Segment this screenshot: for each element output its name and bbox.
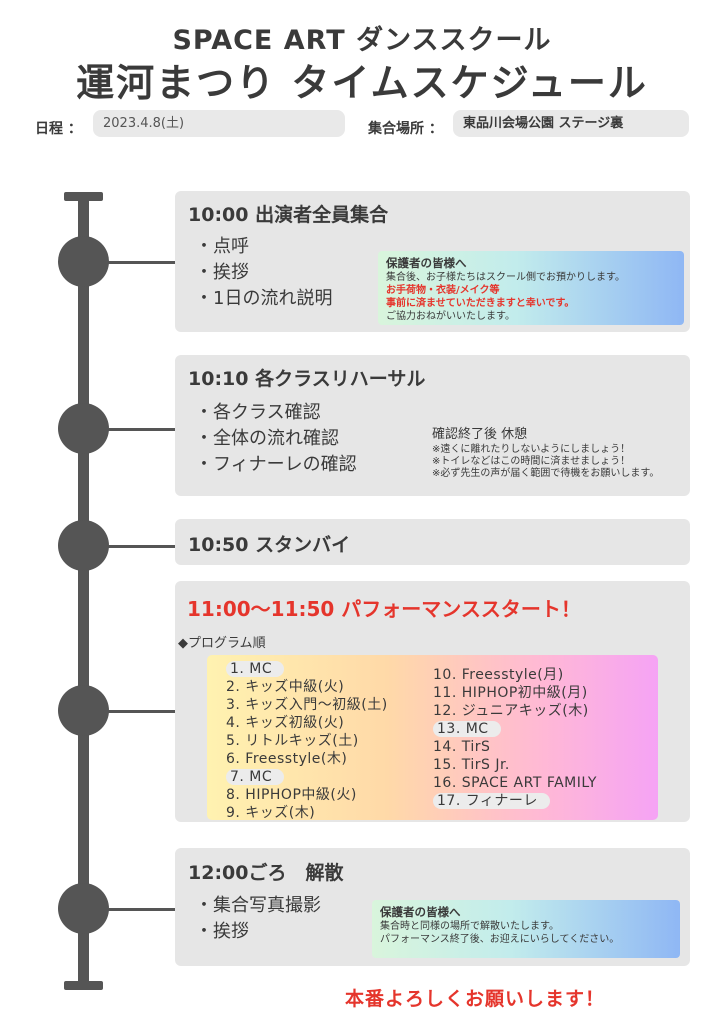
note-line-emphasis: お手荷物・衣装/メイク等 <box>386 285 500 296</box>
program-item: 11. HIPHOP初中級(月) <box>433 685 588 701</box>
card-title: 10:10 各クラスリハーサル <box>188 368 426 390</box>
note-line-emphasis: 事前に済ませていただきますと幸いです。 <box>386 298 575 309</box>
program-panel <box>207 655 658 820</box>
closing-message: 本番よろしくお願いします！ <box>345 988 606 1010</box>
timeline-dot <box>58 236 109 287</box>
card-title: 12:00ごろ 解散 <box>188 862 344 884</box>
break-note: 確認終了後 休憩 ※遠くに離れたりしないようにしましょう！ ※トイレなどはこの時… <box>432 426 687 480</box>
program-item: 6. Freesstyle(木) <box>226 751 348 767</box>
school-title: SPACE ART ダンススクール <box>172 25 552 56</box>
note-line: ※遠くに離れたりしないようにしましょう！ <box>432 444 631 455</box>
program-list-left: 1. MC 2. キッズ中級(火) 3. キッズ入門〜初級(土) 4. キッズ初… <box>226 660 388 822</box>
timeline-connector <box>105 428 177 431</box>
timeline-top-cap <box>64 192 103 201</box>
program-item: 13. MC <box>433 720 597 738</box>
program-item: 2. キッズ中級(火) <box>226 679 345 695</box>
note-line: ご協力おねがいいたします。 <box>386 311 515 322</box>
date-value: 2023.4.8(土) <box>93 110 345 137</box>
timeline-connector <box>105 261 177 264</box>
program-item: 10. Freesstyle(月) <box>433 667 564 683</box>
note-line: ※必ず先生の声が届く範囲で待機をお願いします。 <box>432 468 660 479</box>
timeline-connector <box>105 908 177 911</box>
bullet-list: 各クラス確認 全体の流れ確認 フィナーレの確認 <box>195 400 357 478</box>
bullet-item: フィナーレの確認 <box>195 452 357 478</box>
timeline-connector <box>105 545 177 548</box>
schedule-title: 運河まつり タイムスケジュール <box>76 61 648 105</box>
card-title: 10:50 スタンバイ <box>188 534 351 556</box>
program-item: 9. キッズ(木) <box>226 805 316 821</box>
note-heading: 保護者の皆様へ <box>386 256 467 270</box>
schedule-card-standby: 10:50 スタンバイ <box>175 519 690 565</box>
bullet-list: 点呼 挨拶 1日の流れ説明 <box>195 234 332 312</box>
schedule-card-rehearsal: 10:10 各クラスリハーサル 各クラス確認 全体の流れ確認 フィナーレの確認 … <box>175 355 690 496</box>
timeline-dot <box>58 520 109 571</box>
note-line: パフォーマンス終了後、お迎えにいらしてください。 <box>380 934 620 945</box>
note-line: 集合後、お子様たちはスクール側でお預かりします。 <box>386 272 625 283</box>
bullet-item: 各クラス確認 <box>195 400 357 426</box>
card-title: 10:00 出演者全員集合 <box>188 204 389 226</box>
program-item: 1. MC <box>226 660 388 678</box>
note-line: ※トイレなどはこの時間に済ませましょう！ <box>432 456 631 467</box>
bullet-item: 集合写真撮影 <box>195 893 321 919</box>
program-item: 12. ジュニアキッズ(木) <box>433 703 589 719</box>
place-label: 集合場所 ： <box>368 121 443 137</box>
guardian-note: 保護者の皆様へ 集合後、お子様たちはスクール側でお預かりします。 お手荷物・衣装… <box>378 251 684 325</box>
program-item: 4. キッズ初級(火) <box>226 715 345 731</box>
timeline-bottom-cap <box>64 981 103 990</box>
note-heading: 確認終了後 休憩 <box>432 427 528 442</box>
program-item: 17. フィナーレ <box>433 792 597 810</box>
timeline-dot <box>58 685 109 736</box>
timeline-dot <box>58 403 109 454</box>
schedule-card-assembly: 10:00 出演者全員集合 点呼 挨拶 1日の流れ説明 保護者の皆様へ 集合後、… <box>175 191 690 332</box>
bullet-item: 挨拶 <box>195 919 321 945</box>
program-item: 5. リトルキッズ(土) <box>226 733 359 749</box>
guardian-note: 保護者の皆様へ 集合時と同様の場所で解散いたします。 パフォーマンス終了後、お迎… <box>372 900 680 958</box>
note-line: 集合時と同様の場所で解散いたします。 <box>380 921 559 932</box>
program-item: 16. SPACE ART FAMILY <box>433 775 597 791</box>
bullet-item: 挨拶 <box>195 260 332 286</box>
program-item: 3. キッズ入門〜初級(土) <box>226 697 388 713</box>
bullet-item: 点呼 <box>195 234 332 260</box>
program-item: 14. TirS <box>433 739 491 755</box>
bullet-item: 全体の流れ確認 <box>195 426 357 452</box>
card-title: 11:00〜11:50 パフォーマンススタート！ <box>187 597 581 621</box>
date-label: 日程 ： <box>35 121 82 137</box>
program-list-right: 10. Freesstyle(月) 11. HIPHOP初中級(月) 12. ジ… <box>433 666 597 810</box>
bullet-item: 1日の流れ説明 <box>195 286 332 312</box>
bullet-list: 集合写真撮影 挨拶 <box>195 893 321 945</box>
program-item: 7. MC <box>226 768 388 786</box>
place-value: 東品川会場公園 ステージ裏 <box>453 110 689 137</box>
program-item: 8. HIPHOP中級(火) <box>226 787 357 803</box>
timeline-connector <box>105 710 177 713</box>
note-heading: 保護者の皆様へ <box>380 905 461 919</box>
program-item: 15. TirS Jr. <box>433 757 510 773</box>
timeline-dot <box>58 883 109 934</box>
schedule-card-dismissal: 12:00ごろ 解散 集合写真撮影 挨拶 保護者の皆様へ 集合時と同様の場所で解… <box>175 848 690 966</box>
timeline-line <box>78 196 89 986</box>
program-heading: ◆プログラム順 <box>178 636 266 651</box>
